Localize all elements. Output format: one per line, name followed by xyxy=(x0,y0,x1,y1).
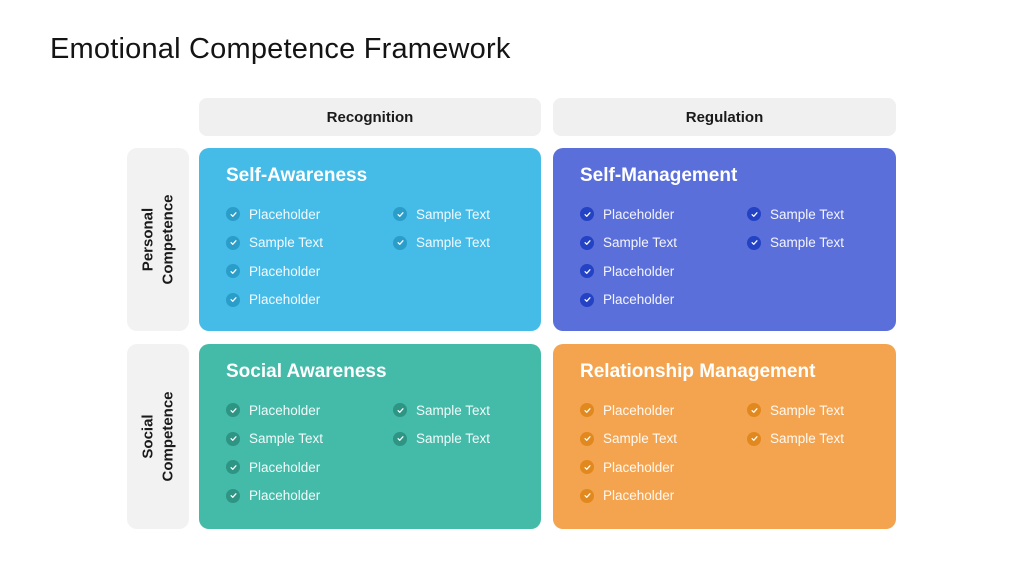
check-icon xyxy=(226,460,240,475)
check-icon xyxy=(393,431,407,446)
check-icon xyxy=(747,403,761,418)
list-item: Sample Text xyxy=(393,229,523,258)
list-item-label: Placeholder xyxy=(249,206,321,222)
check-icon xyxy=(226,488,240,503)
list-item: Placeholder xyxy=(226,482,393,511)
column-header-regulation: Regulation xyxy=(553,98,896,136)
list-item: Sample Text xyxy=(580,229,747,258)
check-icon xyxy=(580,207,594,222)
list-item-label: Placeholder xyxy=(249,292,321,308)
list-item-label: Sample Text xyxy=(770,235,845,251)
list-item-label: Sample Text xyxy=(416,402,491,418)
list-item-label: Placeholder xyxy=(249,459,321,475)
list-item-label: Sample Text xyxy=(416,206,491,222)
list-item-label: Placeholder xyxy=(249,402,321,418)
list-item-label: Sample Text xyxy=(770,206,845,222)
list-item: Placeholder xyxy=(226,200,393,229)
check-icon xyxy=(580,264,594,279)
list-item: Placeholder xyxy=(580,286,747,315)
list-item: Sample Text xyxy=(580,425,747,454)
list-item-label: Placeholder xyxy=(603,206,675,222)
list-item: Placeholder xyxy=(226,396,393,425)
list-item: Sample Text xyxy=(747,396,878,425)
check-icon xyxy=(226,264,240,279)
list-item-label: Placeholder xyxy=(249,488,321,504)
list-item-label: Placeholder xyxy=(603,459,675,475)
list-item-label: Sample Text xyxy=(416,431,491,447)
list-item: Sample Text xyxy=(393,425,523,454)
check-icon xyxy=(226,292,240,307)
list-item-label: Sample Text xyxy=(416,235,491,251)
quadrant-title: Self-Awareness xyxy=(226,165,368,186)
column-header-label: Regulation xyxy=(685,108,764,126)
check-icon xyxy=(580,403,594,418)
list-item-label: Placeholder xyxy=(603,402,675,418)
quadrant-title: Self-Management xyxy=(580,165,738,186)
quadrant-title: Social Awareness xyxy=(226,361,387,382)
row-header-label: Personal Competence xyxy=(139,194,177,285)
check-icon xyxy=(747,207,761,222)
page-title: Emotional Competence Framework xyxy=(50,33,511,65)
row-header-personal-competence: Personal Competence xyxy=(127,148,189,331)
column-header-recognition: Recognition xyxy=(199,98,541,136)
list-item: Placeholder xyxy=(580,453,747,482)
list-item: Placeholder xyxy=(580,200,747,229)
list-item-label: Placeholder xyxy=(603,488,675,504)
list-item: Placeholder xyxy=(580,396,747,425)
check-icon xyxy=(393,207,407,222)
row-header-social-competence: Social Competence xyxy=(127,344,189,529)
list-item: Sample Text xyxy=(747,200,878,229)
quadrant-self-management: Self-Management Placeholder Sample Text … xyxy=(553,148,896,331)
list-item-label: Sample Text xyxy=(249,431,324,447)
list-item: Sample Text xyxy=(747,425,878,454)
check-icon xyxy=(747,431,761,446)
quadrant-title: Relationship Management xyxy=(580,361,816,382)
list-item-label: Sample Text xyxy=(603,431,678,447)
check-icon xyxy=(580,292,594,307)
check-icon xyxy=(226,431,240,446)
list-item: Placeholder xyxy=(226,286,393,315)
list-item: Placeholder xyxy=(580,257,747,286)
list-item-label: Sample Text xyxy=(770,402,845,418)
column-header-label: Recognition xyxy=(326,108,414,126)
row-header-label: Social Competence xyxy=(139,391,177,482)
check-icon xyxy=(580,235,594,250)
list-item-label: Placeholder xyxy=(603,263,675,279)
check-icon xyxy=(580,460,594,475)
quadrant-social-awareness: Social Awareness Placeholder Sample Text… xyxy=(199,344,541,529)
list-item-label: Placeholder xyxy=(603,292,675,308)
list-item: Placeholder xyxy=(226,453,393,482)
check-icon xyxy=(226,235,240,250)
check-icon xyxy=(580,488,594,503)
check-icon xyxy=(226,207,240,222)
list-item: Placeholder xyxy=(580,482,747,511)
check-icon xyxy=(226,403,240,418)
list-item: Sample Text xyxy=(747,229,878,258)
check-icon xyxy=(393,403,407,418)
list-item: Sample Text xyxy=(393,200,523,229)
list-item: Sample Text xyxy=(393,396,523,425)
check-icon xyxy=(393,235,407,250)
quadrant-relationship-management: Relationship Management Placeholder Samp… xyxy=(553,344,896,529)
check-icon xyxy=(747,235,761,250)
list-item-label: Sample Text xyxy=(603,235,678,251)
list-item-label: Sample Text xyxy=(249,235,324,251)
check-icon xyxy=(580,431,594,446)
list-item: Sample Text xyxy=(226,425,393,454)
list-item: Sample Text xyxy=(226,229,393,258)
list-item-label: Placeholder xyxy=(249,263,321,279)
list-item: Placeholder xyxy=(226,257,393,286)
list-item-label: Sample Text xyxy=(770,431,845,447)
quadrant-self-awareness: Self-Awareness Placeholder Sample Text P… xyxy=(199,148,541,331)
